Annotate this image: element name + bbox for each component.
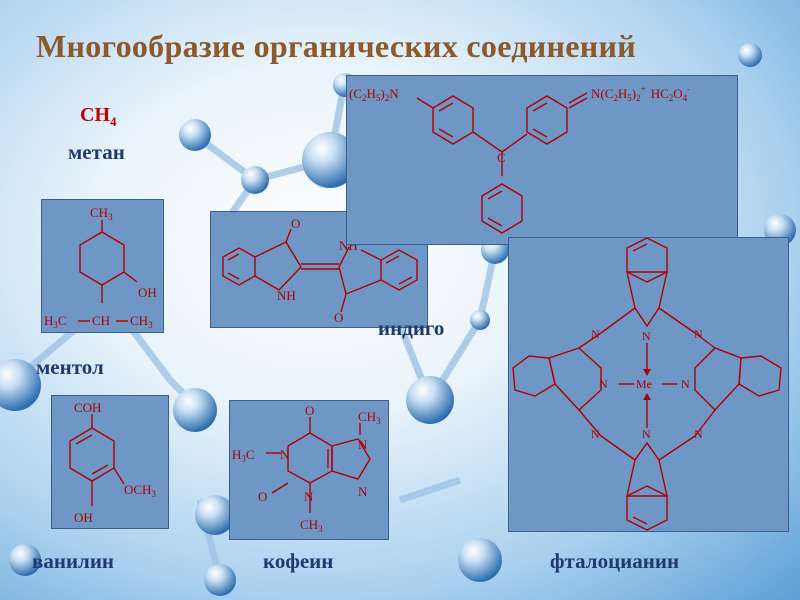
dye-right-h: H — [618, 86, 627, 101]
menthol-ch: CH — [92, 313, 110, 328]
svg-text:H3C: H3C — [44, 313, 67, 330]
dye-right-close: ) — [632, 86, 636, 101]
pc-n-1: N — [591, 327, 600, 341]
dye-right-n: N(C — [591, 86, 613, 101]
pc-n-2: N — [642, 329, 651, 343]
menthol-ch3-b: CH — [130, 313, 148, 328]
dye-left-close: ) — [380, 86, 384, 101]
dye-structure: (C2H5)2N N(C2H5)2+HC2O4- C — [349, 84, 690, 234]
svg-text:(C2H5)2N: (C2H5)2N — [349, 86, 399, 103]
pc-n-7: N — [642, 427, 651, 441]
dye-left-n: N — [389, 86, 399, 101]
caffeine-h3c-h: H — [232, 447, 241, 462]
caffeine-n-r2: N — [358, 484, 368, 499]
vanillin-structure: COH OCH3 OH — [69, 400, 156, 525]
dye-right-5: 5 — [627, 93, 632, 103]
vanillin-och3-sub: 3 — [151, 489, 156, 499]
vanillin-och3: OCH — [124, 482, 151, 497]
caffeine-label: кофеин — [263, 549, 334, 573]
phthalocyanine-structure: N N N N Me N N N N — [512, 238, 782, 531]
vanillin-coh: COH — [74, 400, 101, 415]
phthalocyanine-structure-panel: N N N N Me N N N N — [508, 237, 789, 532]
svg-text:N(C2H5)2+HC2O4-: N(C2H5)2+HC2O4- — [591, 84, 690, 103]
pc-n-6: N — [591, 427, 600, 441]
caffeine-n3: N — [304, 489, 314, 504]
menthol-h3c-sub: 3 — [53, 320, 58, 330]
dye-anion: HC — [651, 86, 669, 101]
caffeine-n-r1: N — [358, 437, 368, 452]
menthol-oh: OH — [138, 285, 157, 300]
caffeine-ch3-b: CH — [300, 517, 318, 532]
menthol-h3c-c: C — [58, 313, 67, 328]
dye-right-2: 2 — [613, 93, 618, 103]
caffeine-n1: N — [280, 447, 290, 462]
indigo-nh1: NH — [277, 288, 296, 303]
page-title: Многообразие органических соединений — [36, 28, 636, 64]
caffeine-o-left: O — [258, 489, 267, 504]
vanillin-label: ванилин — [32, 549, 115, 573]
dye-left-open: (C — [349, 86, 362, 101]
caffeine-o-top: O — [305, 403, 314, 418]
methane-formula: CH4 — [80, 104, 117, 130]
menthol-ch3-top: CH — [90, 205, 108, 220]
svg-text:CH3: CH3 — [130, 313, 153, 330]
caffeine-structure-panel: O CH3 H3C N N N O N CH3 — [229, 400, 389, 540]
menthol-h3c-h: H — [44, 313, 53, 328]
vanillin-oh: OH — [74, 510, 93, 525]
indigo-o1: O — [291, 216, 300, 231]
methane-formula-subscript: 4 — [110, 114, 117, 129]
pc-n-4: N — [599, 377, 608, 391]
svg-text:OCH3: OCH3 — [124, 482, 156, 499]
menthol-label: ментол — [36, 355, 104, 379]
svg-text:H3C: H3C — [232, 447, 255, 464]
dye-left-5: 5 — [376, 93, 381, 103]
dye-anion-2: 2 — [669, 93, 674, 103]
methane-label: метан — [68, 140, 125, 164]
dye-left-2: 2 — [362, 93, 367, 103]
caffeine-h3c-sub: 3 — [241, 454, 246, 464]
pc-me: Me — [636, 377, 652, 391]
dye-right-sub: 2 — [636, 93, 641, 103]
vanillin-structure-panel: COH OCH3 OH — [51, 395, 169, 529]
dye-structure-panel: (C2H5)2N N(C2H5)2+HC2O4- C — [346, 75, 738, 245]
caffeine-ch3-r: CH — [358, 409, 376, 424]
caffeine-h3c-c: C — [246, 447, 255, 462]
menthol-ch3-b-sub: 3 — [148, 320, 153, 330]
phthalocyanine-label: фталоцианин — [550, 549, 680, 573]
caffeine-ch3-r-sub: 3 — [376, 416, 381, 426]
caffeine-structure: O CH3 H3C N N N O N CH3 — [232, 403, 381, 534]
indigo-o2: O — [334, 310, 343, 325]
dye-left-h: H — [367, 86, 376, 101]
methane-formula-base: CH — [80, 104, 110, 126]
dye-left-sub: 2 — [385, 93, 390, 103]
svg-text:CH3: CH3 — [358, 409, 381, 426]
pc-n-8: N — [694, 427, 703, 441]
dye-central-c: C — [497, 150, 506, 165]
menthol-structure: CH3 OH H3C CH CH3 — [44, 205, 157, 330]
dye-minus: - — [687, 84, 690, 94]
dye-plus: + — [641, 84, 646, 94]
pc-n-3: N — [694, 327, 703, 341]
dye-anion-o: O — [673, 86, 682, 101]
svg-text:CH3: CH3 — [300, 517, 323, 534]
pc-n-5: N — [681, 377, 690, 391]
menthol-structure-panel: CH3 OH H3C CH CH3 — [41, 199, 164, 333]
svg-text:CH3: CH3 — [90, 205, 113, 222]
indigo-label: индиго — [378, 316, 445, 340]
dye-anion-4: 4 — [683, 93, 688, 103]
menthol-ch3-top-sub: 3 — [108, 212, 113, 222]
caffeine-ch3-b-sub: 3 — [318, 524, 323, 534]
indigo-structure: O NH NH O — [222, 216, 418, 325]
